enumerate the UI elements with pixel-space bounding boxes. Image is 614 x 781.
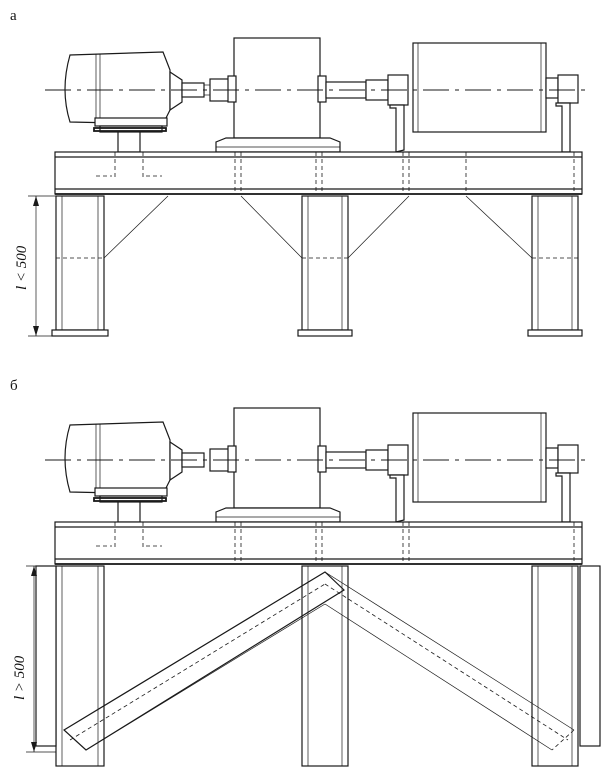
gussets [56, 195, 578, 259]
dimension-a: l < 500 [14, 195, 56, 337]
electric-motor [64, 51, 183, 153]
dimension-b: l > 500 [12, 565, 56, 753]
top-beam [54, 151, 583, 195]
panel-b-label: б [10, 378, 18, 394]
electric-motor-b [64, 421, 183, 523]
gearbox [215, 37, 341, 153]
panel-a: а [10, 8, 590, 337]
top-beam-b [54, 521, 583, 565]
panel-b: б [10, 378, 601, 767]
right-shaft-coupling [325, 74, 409, 153]
gearbox-b [215, 407, 341, 523]
drum [412, 42, 579, 153]
dimension-b-label: l > 500 [12, 655, 28, 700]
legs-b [35, 565, 601, 767]
cross-braces [63, 571, 575, 751]
panel-a-label: а [10, 8, 17, 24]
drum-b [412, 412, 579, 523]
right-shaft-coupling-b [325, 444, 409, 523]
dimension-a-label: l < 500 [14, 245, 30, 290]
legs [51, 195, 583, 337]
